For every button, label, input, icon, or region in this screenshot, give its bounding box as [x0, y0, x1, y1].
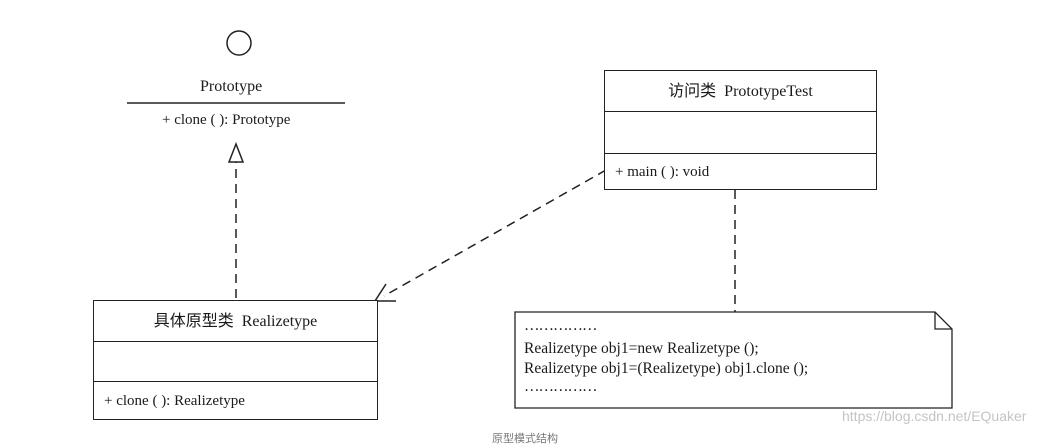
concrete-class-title: 具体原型类 Realizetype: [153, 313, 318, 330]
dependency-arrowhead-icon: [373, 283, 396, 302]
interface-lollipop-icon: [226, 30, 252, 56]
interface-name: Prototype: [200, 78, 263, 95]
dependency-line: [383, 169, 607, 297]
note-line-3: Realizetype obj1=(Realizetype) obj1.clon…: [524, 360, 809, 377]
client-attributes-compartment: [605, 111, 876, 153]
concrete-class-box: 具体原型类 Realizetype + clone ( ): Realizety…: [93, 300, 378, 420]
watermark: https://blog.csdn.net/EQuaker: [842, 408, 1027, 424]
concrete-class-name-compartment: 具体原型类 Realizetype: [94, 301, 377, 341]
diagram-connectors: [127, 30, 953, 409]
note-fold-icon: [934, 312, 952, 330]
interface-operation: + clone ( ): Prototype: [162, 112, 291, 128]
note-shape: [514, 311, 953, 409]
uml-class-diagram: Prototype + clone ( ): Prototype 访问类 Pro…: [93, 30, 1027, 445]
note-line-1: ……………: [524, 317, 597, 334]
figure-caption: 原型模式结构: [492, 433, 558, 445]
client-operation: + main ( ): void: [615, 164, 710, 180]
note-line-2: Realizetype obj1=new Realizetype ();: [524, 340, 759, 357]
client-class-title: 访问类 PrototypeTest: [668, 83, 813, 100]
concrete-attributes-compartment: [94, 341, 377, 381]
concrete-operations-compartment: + clone ( ): Realizetype: [94, 381, 377, 420]
realization-arrowhead-icon: [227, 141, 245, 163]
client-class-box: 访问类 PrototypeTest + main ( ): void: [604, 70, 877, 190]
client-operations-compartment: + main ( ): void: [605, 153, 876, 190]
client-class-name-compartment: 访问类 PrototypeTest: [605, 71, 876, 111]
concrete-operation: + clone ( ): Realizetype: [104, 393, 245, 409]
note-line-4: ……………: [524, 378, 597, 395]
